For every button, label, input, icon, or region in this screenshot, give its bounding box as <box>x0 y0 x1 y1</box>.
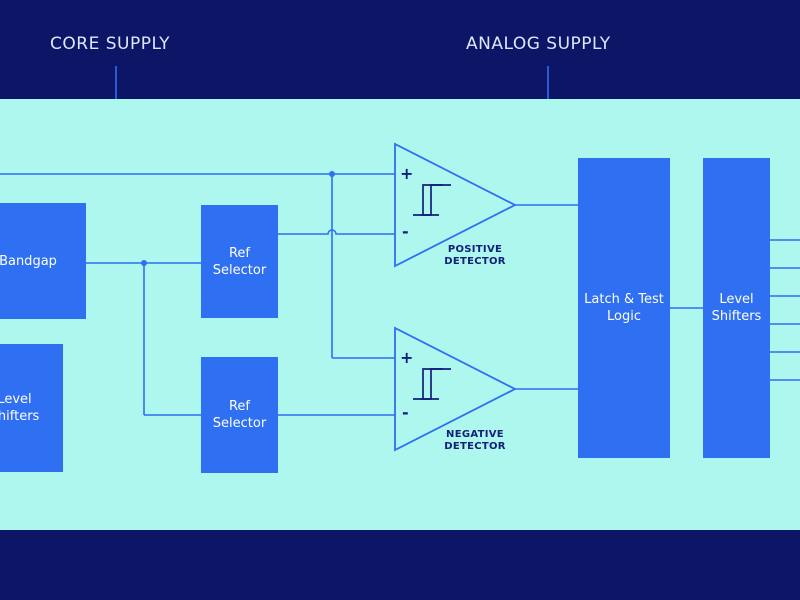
positive-detector-label: POSITIVE DETECTOR <box>444 244 506 267</box>
latch-test-logic-label: Latch & Test Logic <box>584 292 664 324</box>
ref-selector-bottom-label: Ref Selector <box>212 399 267 431</box>
level-shifters-left-label: Level Shifters <box>0 392 40 424</box>
negative-hysteresis-icon <box>413 368 451 400</box>
latch-test-logic-block: Latch & Test Logic <box>578 158 670 458</box>
negative-detector-label: NEGATIVE DETECTOR <box>444 429 506 452</box>
positive-minus-sign: - <box>402 222 409 241</box>
positive-plus-sign: + <box>400 164 414 183</box>
supply-band-top <box>0 0 800 99</box>
positive-hysteresis-icon <box>413 184 451 216</box>
core-supply-label: CORE SUPPLY <box>50 34 171 54</box>
negative-comparator-symbol <box>394 326 517 452</box>
junction-dot-bandgap <box>141 260 147 266</box>
supply-band-bottom <box>0 530 800 600</box>
positive-comparator-symbol <box>394 142 517 268</box>
ref-selector-bottom-block: Ref Selector <box>201 357 278 473</box>
bandgap-block: Bandgap <box>0 203 86 319</box>
ref-selector-top-block: Ref Selector <box>201 205 278 318</box>
signal-wires <box>0 66 800 416</box>
negative-minus-sign: - <box>402 403 409 422</box>
analog-supply-label: ANALOG SUPPLY <box>466 34 611 54</box>
negative-plus-sign: + <box>400 348 414 367</box>
bandgap-label: Bandgap <box>0 253 57 269</box>
ref-top-to-positive-wire <box>278 229 395 235</box>
level-shifters-left-block: Level Shifters <box>0 344 63 472</box>
level-shifters-right-block: Level Shifters <box>703 158 770 458</box>
level-shifters-right-label: Level Shifters <box>711 292 762 324</box>
ref-selector-top-label: Ref Selector <box>212 245 267 278</box>
junction-dot-input <box>329 171 335 177</box>
